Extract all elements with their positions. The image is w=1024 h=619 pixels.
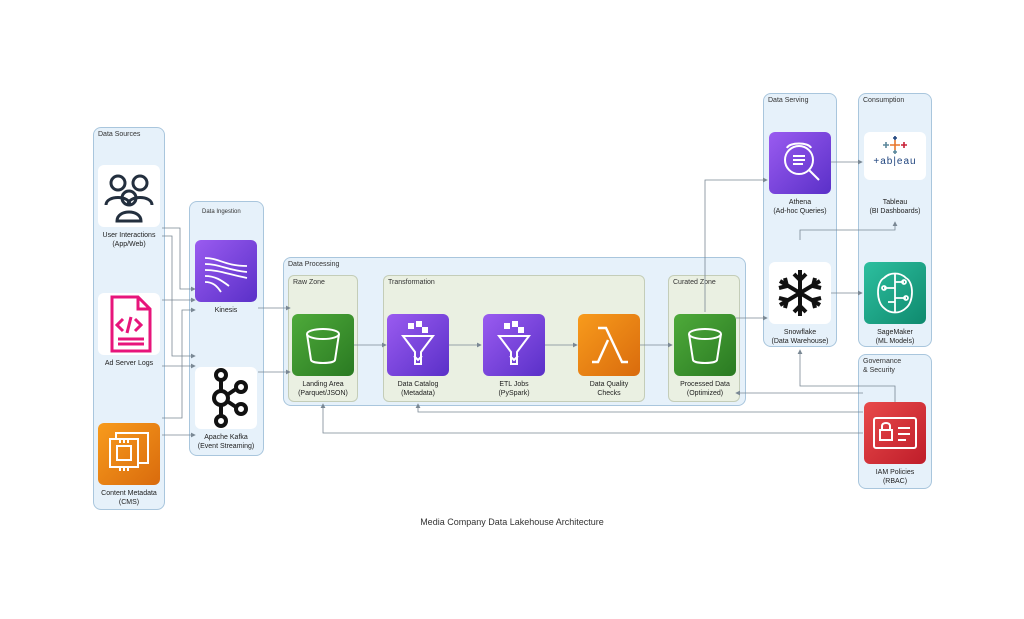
node-snowflake[interactable]: Snowflake (Data Warehouse)	[760, 262, 840, 346]
node-user-interactions[interactable]: User Interactions (App/Web)	[89, 165, 169, 249]
edge-processed-athena	[704, 177, 768, 312]
node-label: Landing Area (Parquet/JSON)	[298, 381, 348, 397]
node-label: Content Metadata (CMS)	[101, 490, 157, 506]
s3-bucket-icon	[674, 314, 736, 376]
node-ad-server-logs[interactable]: Ad Server Logs	[89, 293, 169, 368]
node-label: Data Catalog (Metadata)	[397, 381, 439, 397]
kinesis-icon	[195, 240, 257, 302]
cluster-label: Curated Zone	[673, 279, 716, 286]
sagemaker-icon	[864, 262, 926, 324]
glue-catalog-icon	[387, 314, 449, 376]
node-etl-jobs[interactable]: ETL Jobs (PySpark)	[474, 314, 554, 398]
node-sagemaker[interactable]: SageMaker (ML Models)	[855, 262, 935, 346]
node-iam[interactable]: IAM Policies (RBAC)	[855, 402, 935, 486]
cluster-label: Data Serving	[768, 97, 809, 104]
users-icon	[98, 165, 160, 227]
athena-icon	[769, 132, 831, 194]
node-kinesis[interactable]: Kinesis	[186, 240, 266, 315]
cluster-label: Consumption	[863, 97, 905, 104]
node-data-quality[interactable]: Data Quality Checks	[569, 314, 649, 398]
node-label: Processed Data (Optimized)	[680, 381, 730, 397]
edge-iam-snowflake	[797, 349, 896, 402]
cluster-label: Data Ingestion	[202, 209, 241, 215]
node-label: Ad Server Logs	[104, 360, 154, 367]
edge-snowflake-tableau	[799, 221, 898, 240]
s3-bucket-icon	[292, 314, 354, 376]
node-label: Kinesis	[214, 307, 238, 314]
cluster-label: Governance & Security	[863, 358, 902, 374]
node-label: User Interactions (App/Web)	[102, 232, 156, 248]
node-label: Snowflake (Data Warehouse)	[771, 329, 829, 345]
edge-cms-kinesis	[162, 307, 196, 419]
edge-user-kinesis	[162, 227, 196, 292]
glue-etl-icon	[483, 314, 545, 376]
cluster-label: Data Processing	[288, 261, 340, 268]
node-label: SageMaker (ML Models)	[875, 329, 915, 345]
lambda-icon	[578, 314, 640, 376]
node-processed-data[interactable]: Processed Data (Optimized)	[665, 314, 745, 398]
edge-iam-catalog	[415, 403, 863, 413]
ec2-instances-icon	[98, 423, 160, 485]
tableau-wordmark: +ab|eau	[873, 156, 917, 167]
tableau-logo-icon: +ab|eau	[864, 132, 926, 180]
node-label: Apache Kafka (Event Streaming)	[197, 434, 255, 450]
node-label: Tableau (BI Dashboards)	[869, 199, 921, 215]
node-label: Athena (Ad-hoc Queries)	[773, 199, 827, 215]
node-label: IAM Policies (RBAC)	[875, 469, 915, 485]
node-data-catalog[interactable]: Data Catalog (Metadata)	[378, 314, 458, 398]
cluster-label: Raw Zone	[293, 279, 325, 286]
node-label: Data Quality Checks	[589, 381, 629, 397]
node-athena[interactable]: Athena (Ad-hoc Queries)	[760, 132, 840, 216]
cluster-label: Transformation	[388, 279, 435, 286]
document-code-icon	[98, 293, 160, 355]
iam-icon	[864, 402, 926, 464]
diagram-title: Media Company Data Lakehouse Architectur…	[420, 517, 604, 527]
node-landing-area[interactable]: Landing Area (Parquet/JSON)	[283, 314, 363, 398]
cluster-label: Data Sources	[98, 131, 141, 138]
edge-iam-landing	[320, 403, 863, 434]
kafka-icon	[195, 367, 257, 429]
edge-user-kafka	[162, 235, 196, 359]
node-content-metadata[interactable]: Content Metadata (CMS)	[89, 423, 169, 507]
node-label: ETL Jobs (PySpark)	[498, 381, 530, 397]
node-tableau[interactable]: +ab|eau Tableau (BI Dashboards)	[855, 132, 935, 216]
node-kafka[interactable]: Apache Kafka (Event Streaming)	[186, 367, 266, 451]
snowflake-icon	[769, 262, 831, 324]
